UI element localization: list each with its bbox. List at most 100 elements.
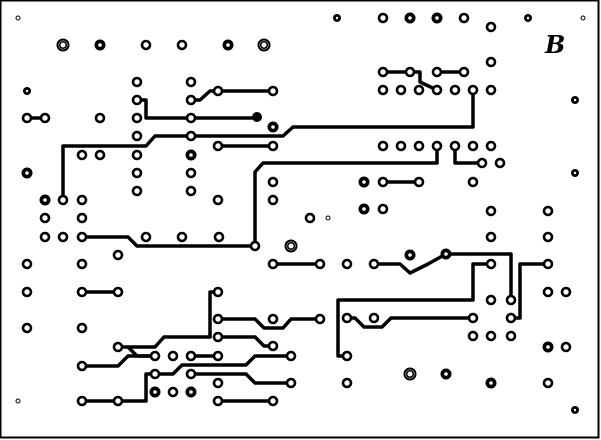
pad xyxy=(560,341,572,353)
copper-trace xyxy=(155,354,291,376)
pad xyxy=(505,294,517,306)
pad xyxy=(560,286,572,298)
pad xyxy=(189,153,193,157)
pad xyxy=(212,377,224,389)
copper-trace xyxy=(61,90,475,200)
pad xyxy=(21,112,33,124)
pad xyxy=(431,84,443,96)
pad xyxy=(21,286,33,298)
pad xyxy=(76,194,88,206)
pad xyxy=(140,231,152,243)
pad xyxy=(413,84,425,96)
pad xyxy=(185,112,197,124)
pad xyxy=(76,212,88,224)
pad xyxy=(212,331,224,343)
pad xyxy=(431,66,443,78)
pad xyxy=(185,350,197,362)
pad xyxy=(185,130,197,142)
pad xyxy=(314,258,326,270)
pad xyxy=(485,258,497,270)
pad xyxy=(76,258,88,270)
copper-trace xyxy=(347,316,473,329)
pad xyxy=(408,16,412,20)
pad xyxy=(341,258,353,270)
pad xyxy=(212,313,224,325)
pad xyxy=(362,180,366,184)
pad xyxy=(185,167,197,179)
pad xyxy=(505,330,517,342)
pad xyxy=(489,381,493,385)
pad xyxy=(285,377,297,389)
copper-trace xyxy=(118,290,218,349)
pad xyxy=(76,322,88,334)
pad xyxy=(131,76,143,88)
pad xyxy=(167,386,179,398)
pad xyxy=(404,66,416,78)
pad xyxy=(485,330,497,342)
pad xyxy=(21,322,33,334)
pad xyxy=(185,94,197,106)
pad xyxy=(185,185,197,197)
pad xyxy=(341,377,353,389)
pad xyxy=(444,252,448,256)
pad xyxy=(226,43,230,47)
pad xyxy=(314,313,326,325)
pad xyxy=(267,395,279,407)
pad xyxy=(76,231,88,243)
pad xyxy=(131,94,143,106)
pad xyxy=(271,125,275,129)
pad xyxy=(444,372,448,376)
pad xyxy=(212,286,224,298)
pad xyxy=(98,43,102,47)
pad xyxy=(259,40,269,50)
pad xyxy=(267,340,279,352)
pad xyxy=(58,40,68,50)
pad xyxy=(131,185,143,197)
pad xyxy=(267,140,279,152)
pad xyxy=(213,231,225,243)
pad xyxy=(285,350,297,362)
pad xyxy=(167,350,179,362)
pad xyxy=(212,85,224,97)
pad xyxy=(494,157,506,169)
pad xyxy=(449,140,461,152)
copper-trace xyxy=(453,146,482,165)
copper-trace xyxy=(336,262,491,358)
pads xyxy=(15,12,586,414)
pad xyxy=(526,16,530,20)
pad xyxy=(580,15,586,21)
pad xyxy=(467,84,479,96)
pad xyxy=(249,240,261,252)
pad xyxy=(185,76,197,88)
pad xyxy=(76,286,88,298)
pad xyxy=(176,231,188,243)
pad xyxy=(377,84,389,96)
pad xyxy=(39,112,51,124)
pad xyxy=(485,56,497,68)
pad xyxy=(76,395,88,407)
pad xyxy=(485,294,497,306)
pad xyxy=(15,15,21,21)
pad xyxy=(485,21,497,33)
pad xyxy=(458,12,470,24)
pad xyxy=(467,330,479,342)
pad xyxy=(546,345,550,349)
pad xyxy=(76,149,88,161)
pad xyxy=(25,171,29,175)
pad xyxy=(467,140,479,152)
pad xyxy=(212,140,224,152)
pad xyxy=(485,84,497,96)
pad xyxy=(267,313,279,325)
pad xyxy=(476,157,488,169)
pad xyxy=(368,312,380,324)
pad xyxy=(252,112,262,122)
pad xyxy=(573,408,577,412)
pad xyxy=(286,241,296,251)
pad xyxy=(112,286,124,298)
pad xyxy=(431,140,443,152)
pad xyxy=(377,12,389,24)
pad xyxy=(395,84,407,96)
pad xyxy=(542,205,554,217)
